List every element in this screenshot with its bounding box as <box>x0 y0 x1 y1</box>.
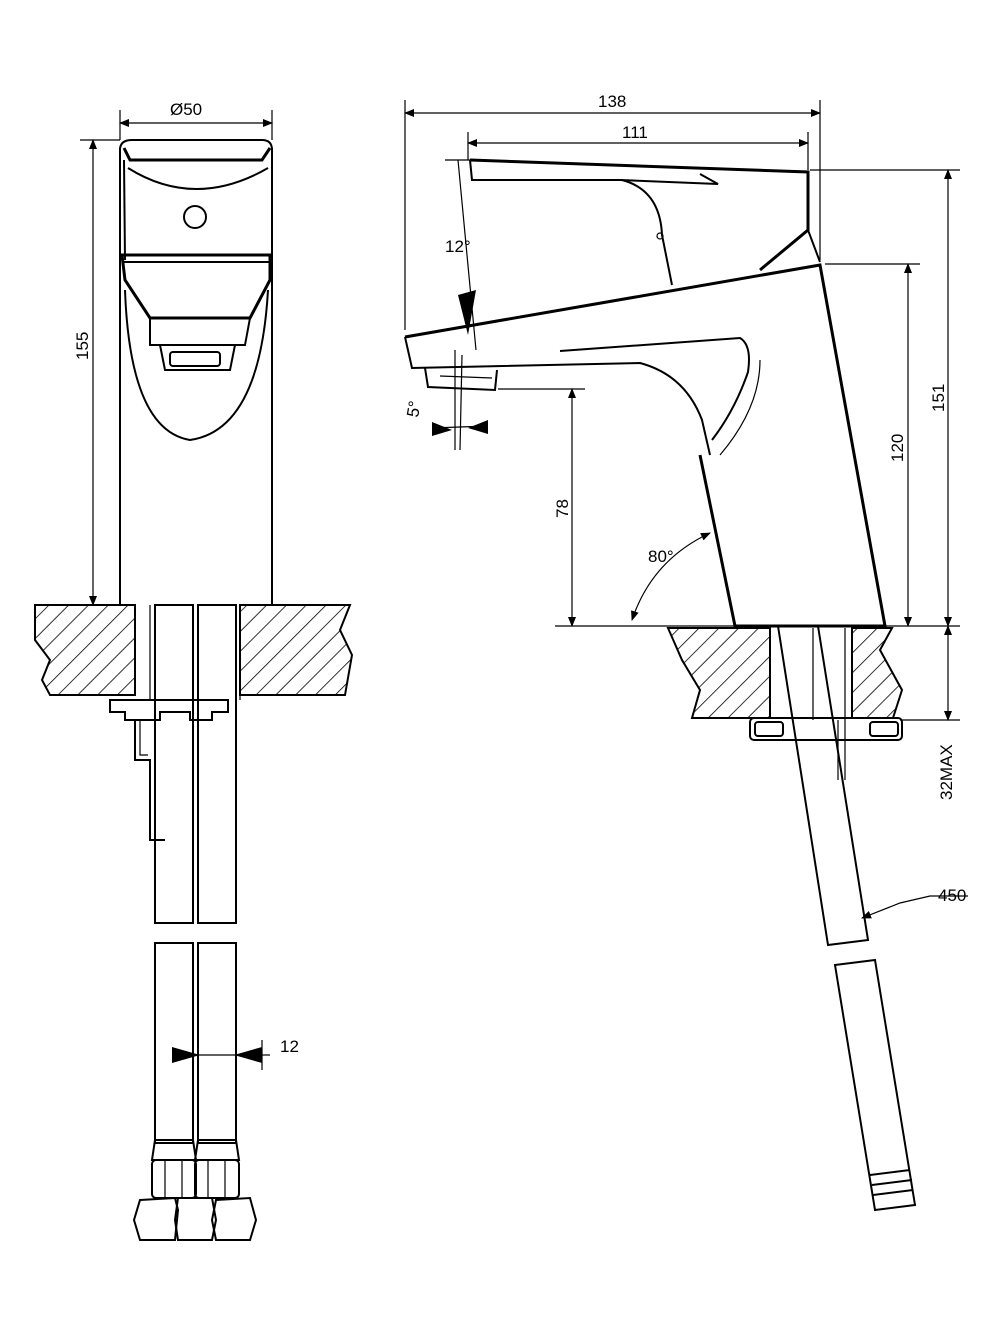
dim-hose-length: 450 <box>861 886 968 919</box>
dim-total-height: 151 <box>810 169 960 627</box>
side-view: 138 111 12° 5° 78 <box>403 92 968 1212</box>
side-countertop-left <box>666 627 771 719</box>
front-countertop-right <box>239 604 354 696</box>
dim-hose-diameter-label: 12 <box>280 1037 299 1056</box>
dim-diameter: Ø50 <box>119 100 273 140</box>
dim-diameter-label: Ø50 <box>170 100 202 119</box>
dim-total-depth: 138 <box>404 92 821 330</box>
dim-max-counter: 32MAX <box>900 625 960 800</box>
dim-spout-angle-label: 5° <box>403 399 425 418</box>
dim-lever-angle: 12° <box>445 159 477 351</box>
side-countertop-right <box>851 627 904 719</box>
dim-lever-length: 111 <box>467 123 809 170</box>
handle-screw-icon <box>183 205 207 229</box>
dim-hose-length-label: 450 <box>938 886 966 905</box>
front-faucet-body <box>119 139 273 605</box>
dim-body-height: 120 <box>825 263 920 627</box>
dim-spout-height: 78 <box>498 388 585 627</box>
dim-front-height-label: 155 <box>73 332 92 360</box>
dim-body-angle-label: 80° <box>648 547 674 566</box>
dim-hose-diameter: 12 <box>172 1037 299 1070</box>
dim-front-height: 155 <box>73 139 120 606</box>
front-view: Ø50 155 12 <box>34 100 354 1241</box>
dim-max-counter-label: 32MAX <box>937 744 956 800</box>
front-countertop-left <box>34 604 136 696</box>
dim-body-height-label: 120 <box>888 434 907 462</box>
front-supply-hoses <box>109 604 258 1241</box>
side-lever-handle <box>469 158 821 286</box>
dim-spout-angle: 5° <box>403 350 489 451</box>
dim-total-height-label: 151 <box>929 384 948 412</box>
dim-spout-height-label: 78 <box>553 499 572 518</box>
dim-body-angle: 80° <box>631 532 711 621</box>
dim-total-depth-label: 138 <box>598 92 626 111</box>
dim-lever-angle-label: 12° <box>445 237 471 256</box>
side-faucet-body <box>404 263 917 1212</box>
dim-lever-length-label: 111 <box>622 123 648 142</box>
